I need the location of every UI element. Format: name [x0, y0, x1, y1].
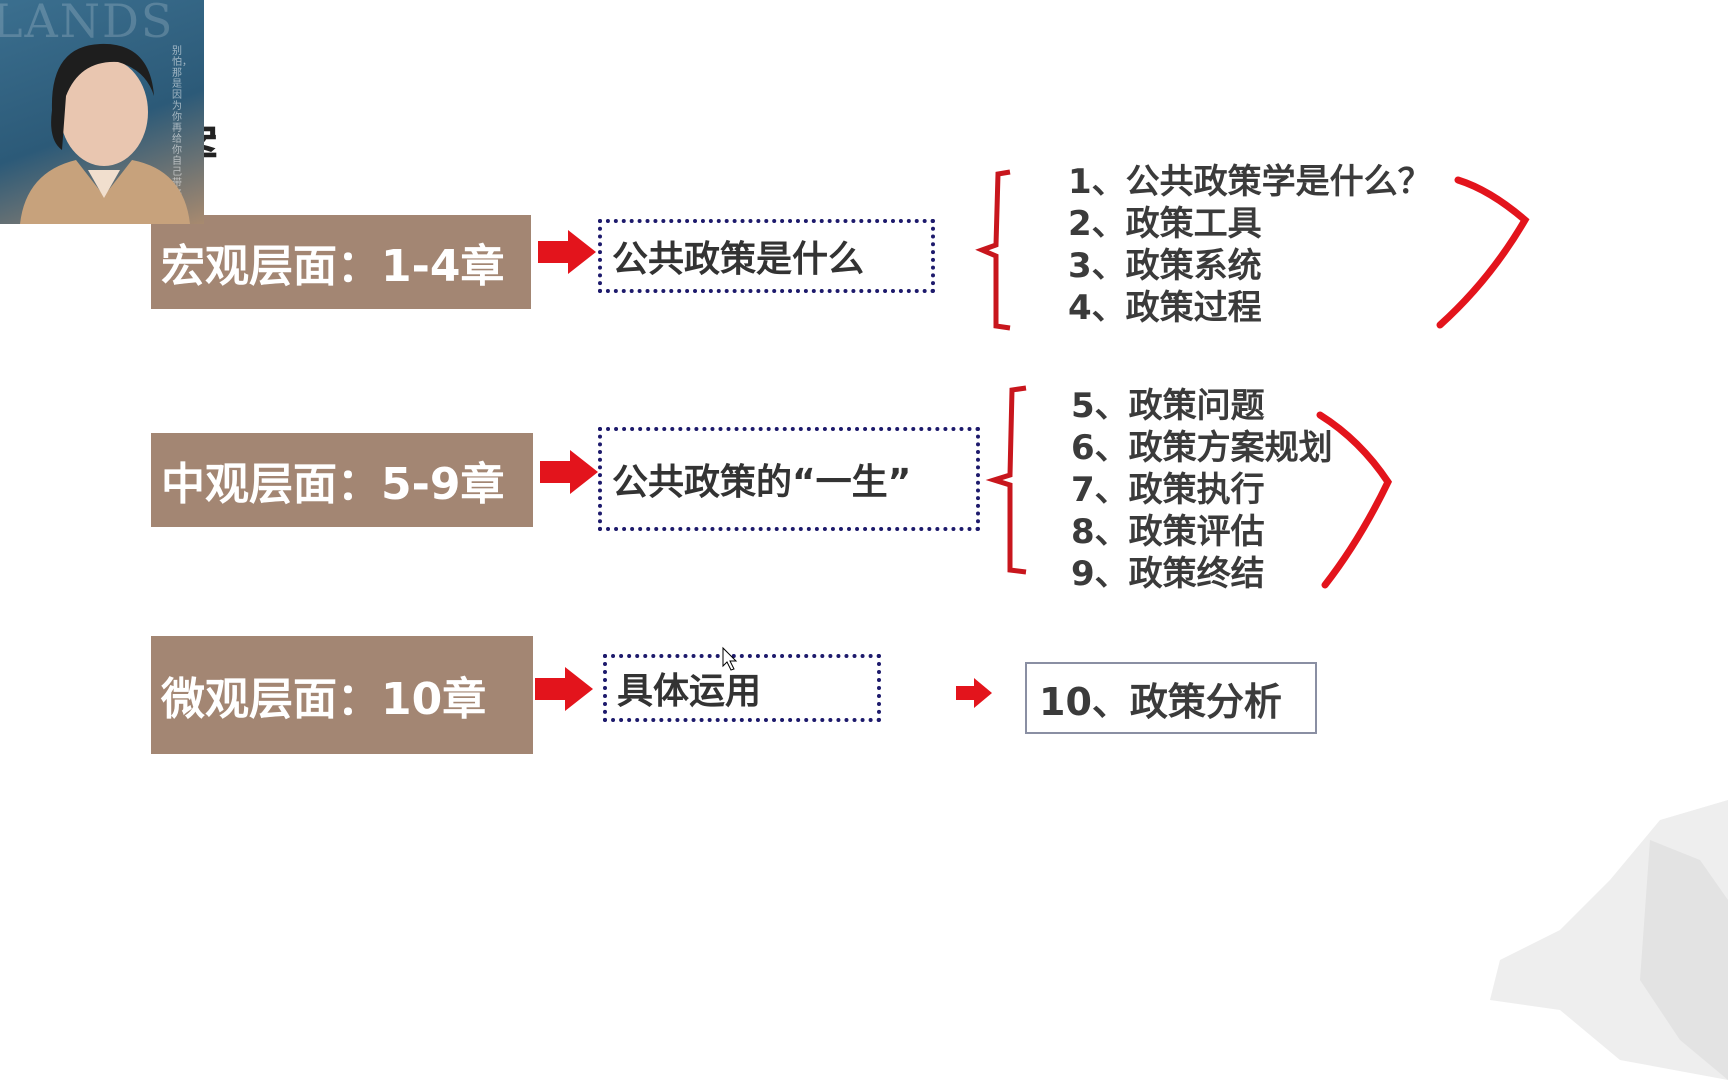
chapter-list-meso: 5、政策问题 6、政策方案规划 7、政策执行 8、政策评估 9、政策终结: [1071, 385, 1333, 595]
right-arrow-icon: [538, 230, 596, 274]
presenter-avatar: [20, 43, 190, 224]
webcam-overlay: LANDS 别怕，那是因为你再给你自己带来更好的: [0, 0, 204, 224]
list-item: 1、公共政策学是什么？: [1068, 162, 1432, 202]
list-item: 5、政策问题: [1071, 386, 1265, 426]
list-item: 7、政策执行: [1071, 470, 1265, 510]
description-box-meso: 公共政策的“一生”: [598, 427, 980, 531]
list-item: 9、政策终结: [1071, 554, 1265, 594]
chapter-list-macro: 1、公共政策学是什么？ 2、政策工具 3、政策系统 4、政策过程: [1068, 161, 1432, 329]
list-item: 8、政策评估: [1071, 512, 1265, 552]
result-box-analysis: 10、政策分析: [1025, 662, 1317, 734]
list-item: 3、政策系统: [1068, 246, 1262, 286]
left-brace-icon: [985, 385, 1027, 575]
list-item: 4、政策过程: [1068, 288, 1262, 328]
right-arrow-icon: [535, 667, 593, 711]
handwritten-brace-icon: [1436, 176, 1530, 329]
right-arrow-icon: [540, 450, 598, 494]
mouse-pointer-icon: [722, 646, 738, 671]
right-arrow-icon: [956, 678, 992, 708]
handwritten-brace-icon: [1316, 411, 1393, 589]
level-label-micro: 微观层面：10章: [151, 636, 533, 754]
left-brace-icon: [975, 169, 1011, 331]
webcam-background-text: LANDS: [0, 0, 175, 48]
level-label-meso: 中观层面：5-9章: [151, 433, 533, 527]
description-box-macro: 公共政策是什么: [598, 219, 935, 293]
list-item: 6、政策方案规划: [1071, 428, 1333, 468]
description-box-micro: 具体运用: [603, 654, 881, 722]
list-item: 2、政策工具: [1068, 204, 1262, 244]
level-label-macro: 宏观层面：1-4章: [151, 215, 531, 309]
